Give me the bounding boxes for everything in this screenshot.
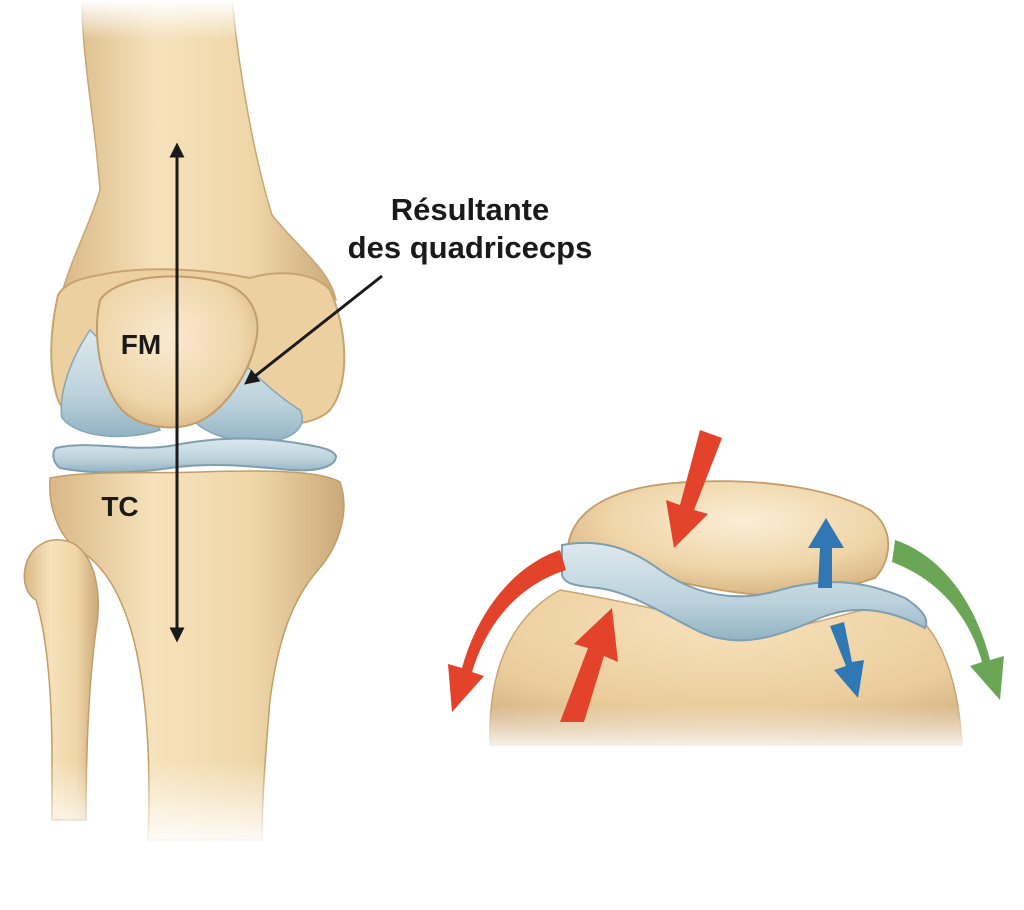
detail-meniscus bbox=[561, 541, 928, 642]
green-curved-arrow-right bbox=[892, 540, 1004, 700]
meniscus-band bbox=[52, 437, 338, 474]
red-compression-arrow-top bbox=[666, 430, 722, 548]
red-compression-arrow-bottom bbox=[560, 608, 618, 722]
blue-arrow-down bbox=[830, 622, 864, 698]
red-curved-arrow-left bbox=[448, 550, 566, 712]
femur-label: FM bbox=[121, 329, 161, 360]
caption-line-2: des quadricecps bbox=[348, 230, 593, 265]
leader-arrow bbox=[244, 274, 383, 385]
tibia bbox=[49, 470, 345, 841]
caption-line-1: Résultante bbox=[391, 192, 549, 227]
knee-anterior-view: FM TC Résultante des quadricecps bbox=[20, 0, 592, 850]
tibia-label: TC bbox=[101, 491, 138, 522]
blue-arrow-up bbox=[808, 518, 844, 588]
joint-detail-view bbox=[448, 430, 1004, 755]
femur-shaft bbox=[59, 0, 337, 301]
